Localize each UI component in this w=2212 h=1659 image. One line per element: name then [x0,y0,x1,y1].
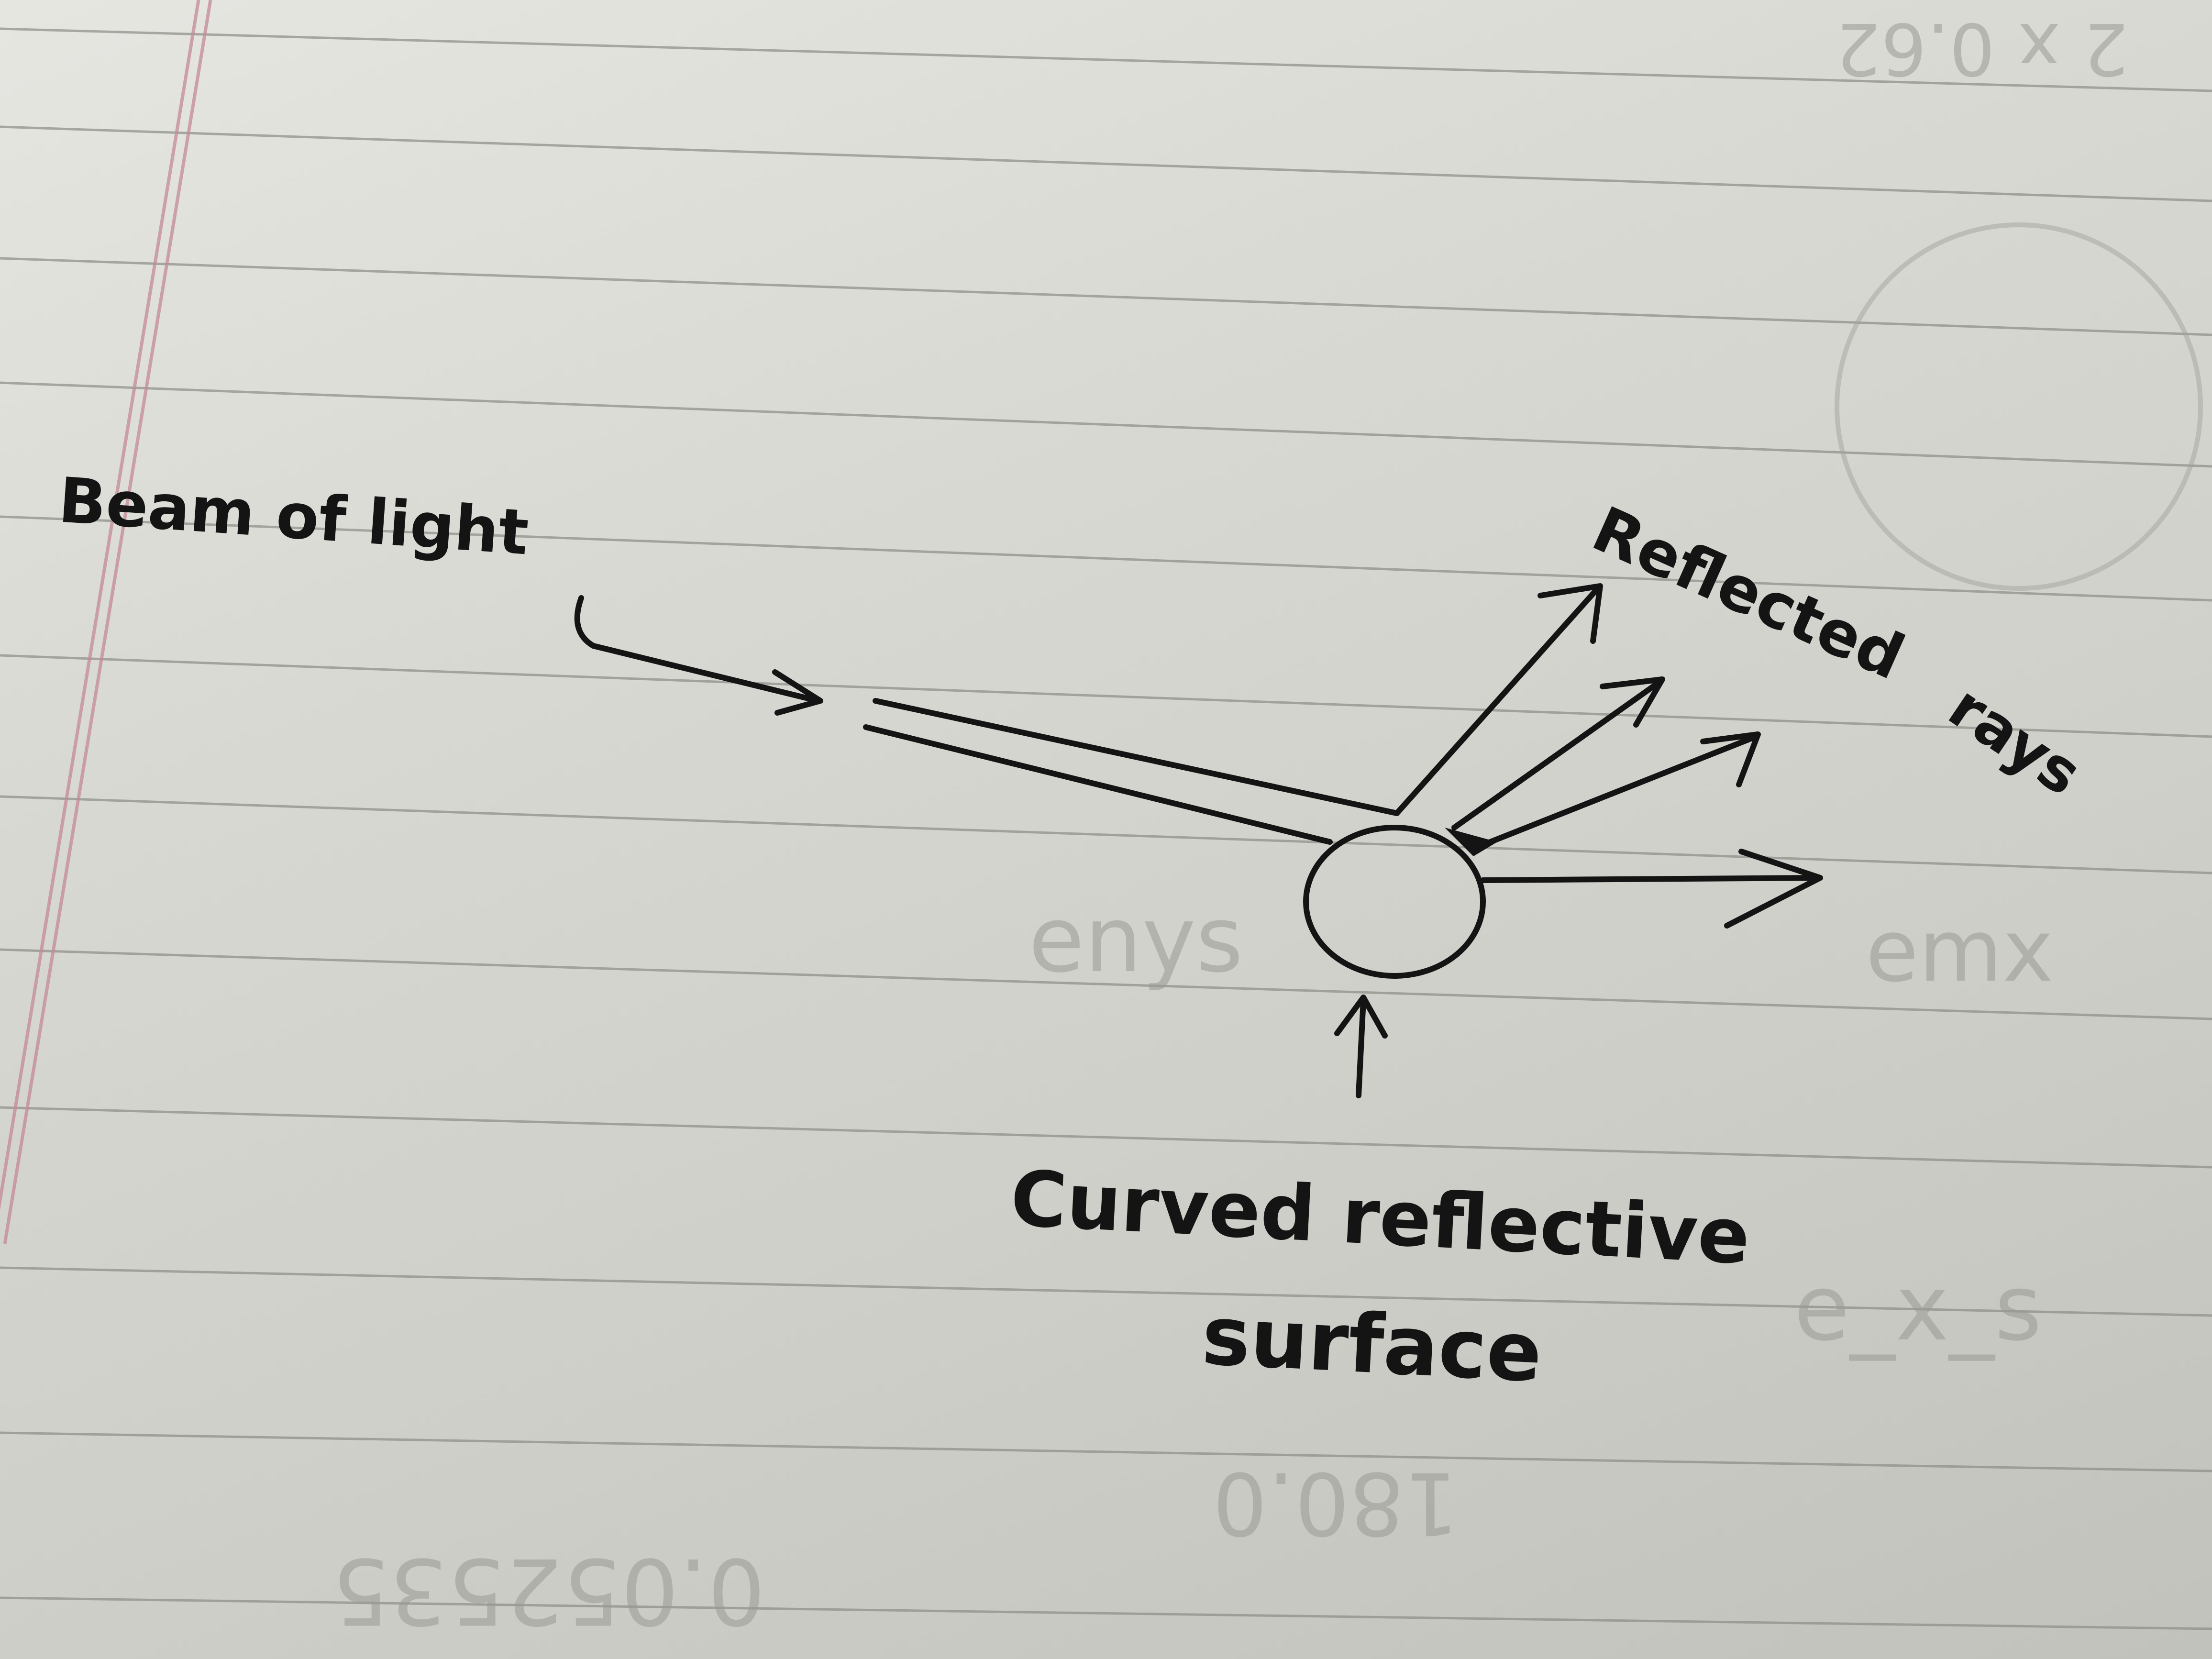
label-rays: rays [1936,672,2093,809]
label-beam-of-light: Beam of light [56,464,531,569]
reflected-ray-4-arrowhead [1724,849,1823,929]
reflected-ray-2-arrowhead [1600,676,1665,728]
svg-text:0.052535: 0.052535 [332,1538,765,1644]
svg-text:e_x_s: e_x_s [1794,1255,2042,1361]
reflected-ray-1 [1394,586,1601,816]
label-curved-reflective: Curved reflective [1008,1153,1752,1282]
beam-of-light [863,698,1400,845]
curved-reflective-surface [1303,825,1486,979]
bleed-through-text: 2 x 0.62 enys emx e_x_s 180.0 0.052535 [332,7,2203,1644]
beam-label-arrow [574,595,823,716]
svg-text:emx: emx [1866,901,2054,1001]
reflected-ray-3 [1475,734,1759,850]
svg-text:180.0: 180.0 [1213,1453,1459,1553]
incident-ray-lower [863,724,1333,845]
label-reflected: Reflected [1582,492,1914,694]
ruled-lines [0,27,2212,1630]
label-surface: surface [1200,1288,1544,1401]
svg-text:2 x 0.62: 2 x 0.62 [1835,7,2129,90]
ghost-circle [1835,222,2203,591]
reflected-ray-4 [1480,875,1821,883]
surface-label-arrow [1334,995,1388,1098]
incident-ray-upper [873,698,1400,816]
reflected-ray-1-arrowhead [1537,583,1603,644]
reflected-ray-3-arrowhead [1700,731,1761,787]
margin-line [0,0,212,1244]
svg-text:enys: enys [1029,887,1243,993]
reflected-ray-2 [1451,679,1663,830]
ink-blot [1445,828,1497,856]
reflected-rays [1394,583,1823,929]
